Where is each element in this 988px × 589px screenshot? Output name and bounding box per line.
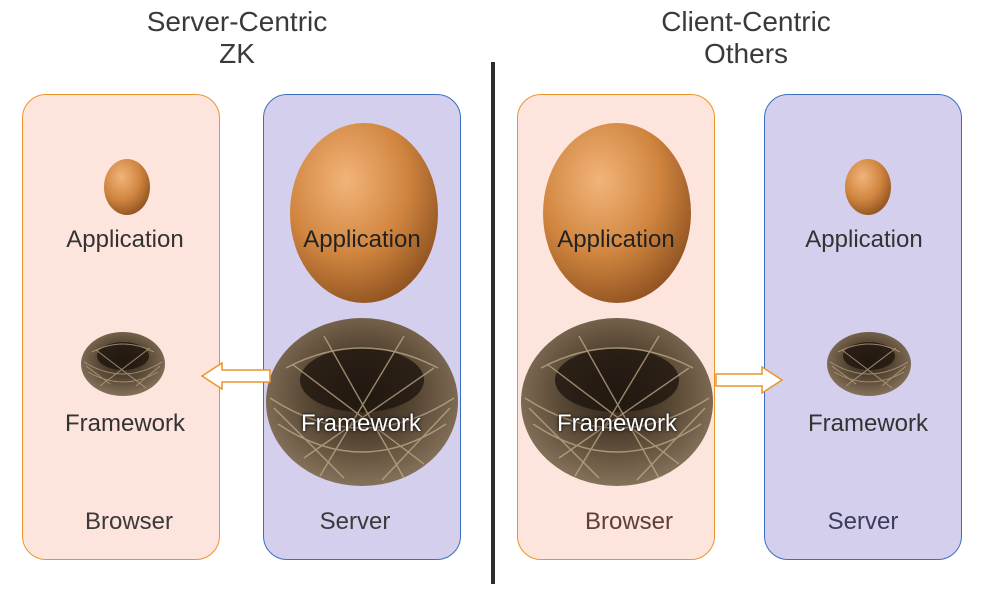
right-server-application-label: Application — [805, 226, 923, 253]
right-server-framework-label: Framework — [807, 410, 928, 437]
left-browser-title: Browser — [84, 508, 174, 535]
arrow-left-icon — [200, 361, 271, 391]
nest-icon — [81, 332, 165, 396]
right-browser-framework-label: Framework — [556, 410, 677, 437]
left-browser-application-label: Application — [66, 226, 184, 253]
right-heading-line2: Others — [703, 38, 789, 69]
right-heading-line1: Client-Centric — [661, 6, 831, 37]
right-browser-title: Browser — [584, 508, 674, 535]
right-browser-application-label: Application — [557, 226, 675, 253]
left-server-framework-label: Framework — [300, 410, 421, 437]
left-heading-line1: Server-Centric — [146, 6, 328, 37]
left-heading: Server-Centric ZK — [137, 6, 337, 70]
right-server-title: Server — [827, 508, 899, 535]
left-server-application-label: Application — [303, 226, 421, 253]
left-browser-framework-label: Framework — [64, 410, 185, 437]
arrow-right-icon — [715, 365, 784, 395]
egg-icon — [290, 123, 438, 303]
egg-icon — [104, 159, 150, 215]
egg-icon — [543, 123, 691, 303]
nest-icon — [266, 318, 458, 486]
left-server-title: Server — [319, 508, 391, 535]
right-heading: Client-Centric Others — [636, 6, 856, 70]
nest-icon — [827, 332, 911, 396]
nest-icon — [521, 318, 713, 486]
egg-icon — [845, 159, 891, 215]
center-divider — [491, 62, 495, 584]
left-heading-line2: ZK — [219, 38, 255, 69]
